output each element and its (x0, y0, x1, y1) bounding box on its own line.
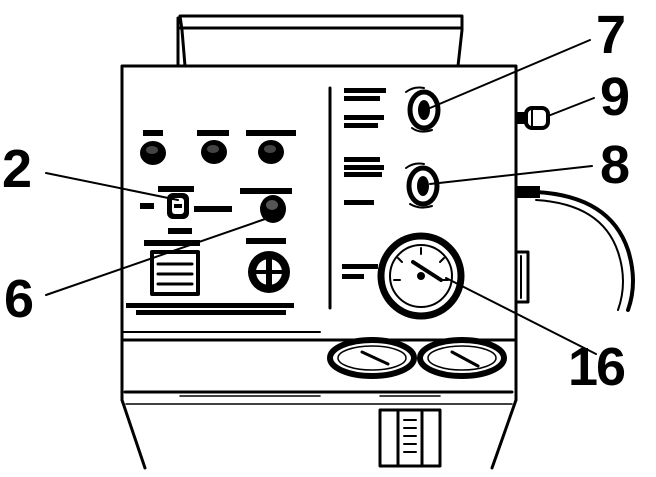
callout-16: 16 (568, 337, 626, 397)
panel-legends (126, 88, 386, 315)
leader-line-16 (445, 277, 597, 355)
key-switch (248, 251, 290, 293)
valve-knob-8 (405, 162, 440, 209)
leader-line-8 (429, 165, 593, 185)
lower-gauge-right (417, 337, 507, 379)
leader-line-9 (547, 97, 595, 117)
side-handle (514, 250, 530, 304)
selector-switch (167, 193, 189, 219)
lower-cabinet (120, 338, 518, 470)
valve-knob-7 (405, 86, 441, 133)
lower-gauge-left (327, 337, 417, 379)
callout-9: 9 (600, 67, 630, 127)
hose (516, 186, 635, 312)
hour-meter (150, 250, 200, 296)
push-button (260, 195, 286, 223)
scale-window (378, 408, 442, 468)
leader-line-7 (429, 39, 591, 109)
callout-6: 6 (4, 269, 34, 329)
leader-line-2 (45, 172, 179, 201)
leader-lines (45, 39, 597, 355)
callout-2: 2 (2, 139, 32, 199)
callout-8: 8 (600, 135, 630, 195)
side-fitting (516, 106, 550, 130)
indicator-lamps (140, 140, 284, 165)
callout-7: 7 (596, 5, 626, 65)
top-tray (176, 14, 464, 68)
leader-line-6 (45, 217, 269, 296)
pressure-gauge (377, 232, 465, 320)
